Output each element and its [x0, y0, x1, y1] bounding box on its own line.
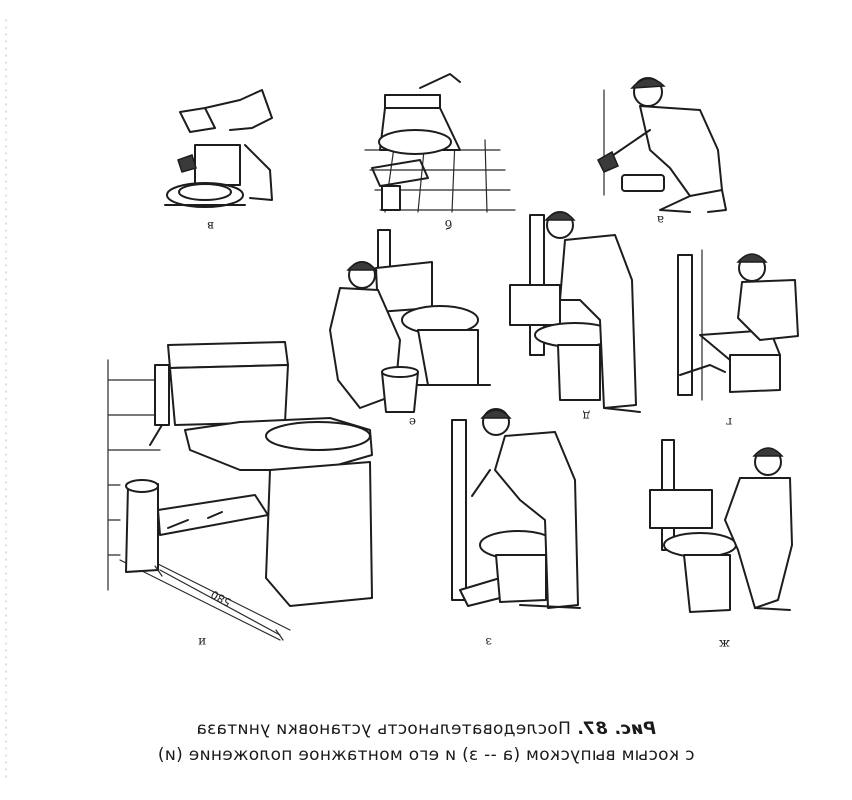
figure-caption: Рис. 87. Последовательность установки ун…	[0, 716, 852, 768]
panel-letter-v: в	[207, 219, 214, 233]
panel-letter-a: а	[657, 213, 664, 227]
caption-title: Последовательность установки унитаза	[196, 719, 571, 739]
panel-g: г	[677, 249, 799, 429]
panel-letter-i: и	[198, 635, 206, 649]
figure-label: Рис. 87.	[576, 719, 656, 739]
panel-b: б	[364, 73, 516, 231]
panel-zh: ж	[649, 439, 793, 651]
panel-d: д	[509, 211, 641, 423]
panel-letter-e: е	[409, 415, 416, 429]
panel-e: е	[329, 229, 491, 429]
panel-letter-zh: ж	[719, 637, 730, 651]
caption-line-2: с косым выпуском (а -- з) и его монтажно…	[157, 745, 695, 765]
panel-z: з	[451, 408, 581, 649]
panel-i: 580 и	[107, 341, 373, 649]
panel-v: в	[164, 89, 273, 233]
panel-a: а	[597, 77, 727, 227]
panel-letter-z: з	[485, 635, 492, 649]
panel-letter-b: б	[445, 217, 452, 231]
panel-letter-g: г	[726, 415, 732, 429]
caption-line-1: Рис. 87. Последовательность установки ун…	[0, 716, 852, 742]
panel-letter-d: д	[583, 409, 590, 423]
